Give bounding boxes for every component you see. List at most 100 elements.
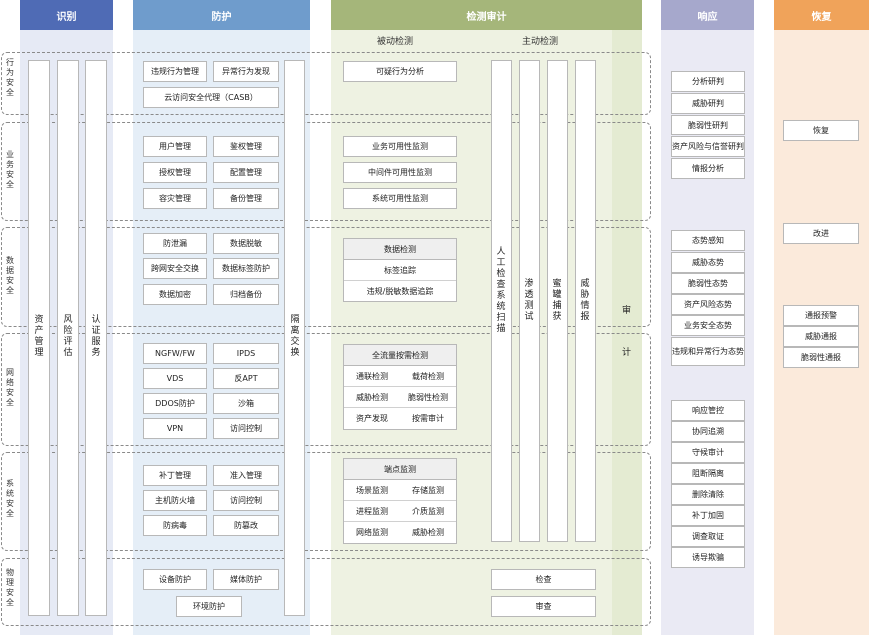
respond-research-item: 情报分析 bbox=[671, 158, 745, 179]
protect-business-item: 配置管理 bbox=[213, 162, 279, 183]
protect-data-item: 归档备份 bbox=[213, 284, 279, 305]
traffic-detection-item: 脆弱性检测 bbox=[400, 387, 456, 408]
asset-management-box: 资产管理 bbox=[28, 60, 50, 616]
respond-control-item: 响应管控 bbox=[671, 400, 745, 421]
endpoint-monitoring-item: 威胁检测 bbox=[412, 528, 444, 537]
threat-intel-box: 威胁情报 bbox=[575, 60, 596, 542]
full-traffic-detection-group: 全流量按需检测 通联检测 载荷检测 威胁检测 脆弱性检测 资产发现 按需审计 bbox=[343, 344, 457, 430]
respond-awareness-item: 威胁态势 bbox=[671, 252, 745, 273]
detect-physical-item: 审查 bbox=[491, 596, 596, 617]
isolation-exchange-box: 隔离交换 bbox=[284, 60, 305, 616]
protect-network-item: IPDS bbox=[213, 343, 279, 364]
protect-behavior-item: 违规行为管理 bbox=[143, 61, 207, 82]
row-band-behavior bbox=[1, 52, 651, 115]
identify-header: 识别 bbox=[20, 0, 113, 30]
protect-data-item: 数据加密 bbox=[143, 284, 207, 305]
respond-control-item: 守候审计 bbox=[671, 442, 745, 463]
protect-behavior-item: 云访问安全代理（CASB） bbox=[143, 87, 279, 108]
notify-item: 威胁通报 bbox=[783, 326, 859, 347]
protect-network-item: 反APT bbox=[213, 368, 279, 389]
protect-network-item: NGFW/FW bbox=[143, 343, 207, 364]
manual-check-system-scan-label: 人工检查 系统扫描 bbox=[496, 247, 515, 334]
protect-network-item: 访问控制 bbox=[213, 418, 279, 439]
endpoint-monitoring-title: 端点监测 bbox=[344, 459, 456, 480]
detect-business-item: 中间件可用性监测 bbox=[343, 162, 457, 183]
recover-header: 恢复 bbox=[774, 0, 869, 30]
traffic-detection-item: 按需审计 bbox=[412, 414, 444, 423]
data-detection-item: 违规/脱敏数据追踪 bbox=[366, 286, 434, 296]
row-label-system: 系统安全 bbox=[6, 479, 14, 518]
endpoint-monitoring-item: 介质监测 bbox=[400, 501, 456, 522]
respond-awareness-item: 违规和异常行为态势 bbox=[671, 337, 745, 366]
respond-control-item: 补丁加固 bbox=[671, 505, 745, 526]
isolation-exchange-label: 隔离交换 bbox=[290, 315, 300, 358]
penetration-test-label: 渗透测试 bbox=[524, 279, 534, 322]
protect-behavior-item: 异常行为发现 bbox=[213, 61, 279, 82]
respond-header: 响应 bbox=[661, 0, 754, 30]
traffic-detection-item: 通联检测 bbox=[344, 366, 400, 387]
row-label-business: 业务安全 bbox=[6, 150, 14, 189]
active-detect-label: 主动检测 bbox=[521, 37, 558, 47]
protect-header: 防护 bbox=[133, 0, 310, 30]
threat-intel-label: 威胁情报 bbox=[580, 279, 590, 322]
audit-label-2: 计 bbox=[622, 348, 632, 358]
risk-evaluation-label: 风险评估 bbox=[63, 315, 73, 358]
respond-research-item: 脆弱性研判 bbox=[671, 115, 745, 135]
respond-control-item: 诱导欺骗 bbox=[671, 547, 745, 568]
protect-business-item: 用户管理 bbox=[143, 136, 207, 157]
protect-network-item: VPN bbox=[143, 418, 207, 439]
protect-data-item: 防泄漏 bbox=[143, 233, 207, 254]
endpoint-monitoring-group: 端点监测 场景监测 存储监测 进程监测 介质监测 网络监测 威胁检测 bbox=[343, 458, 457, 544]
notify-item: 通报预警 bbox=[783, 305, 859, 326]
endpoint-monitoring-item: 存储监测 bbox=[400, 480, 456, 501]
auth-service-label: 认证服务 bbox=[91, 315, 101, 358]
traffic-detection-item: 资产发现 bbox=[356, 414, 388, 423]
endpoint-monitoring-item: 网络监测 bbox=[356, 528, 388, 537]
endpoint-monitoring-item: 场景监测 bbox=[344, 480, 400, 501]
protect-system-item: 防病毒 bbox=[143, 515, 207, 536]
passive-detect-label: 被动检测 bbox=[376, 37, 413, 47]
protect-data-item: 数据标签防护 bbox=[213, 258, 279, 279]
protect-system-item: 准入管理 bbox=[213, 465, 279, 486]
row-label-behavior: 行为安全 bbox=[6, 58, 14, 97]
row-label-network: 网络安全 bbox=[6, 368, 14, 407]
full-traffic-detection-title: 全流量按需检测 bbox=[344, 345, 456, 366]
row-band-data bbox=[1, 227, 651, 327]
respond-awareness-item: 资产风险态势 bbox=[671, 294, 745, 315]
row-band-business bbox=[1, 122, 651, 221]
row-label-data: 数据安全 bbox=[6, 256, 14, 295]
respond-control-item: 删除清除 bbox=[671, 484, 745, 505]
notify-item: 脆弱性通报 bbox=[783, 347, 859, 368]
detect-physical-item: 检查 bbox=[491, 569, 596, 590]
respond-research-item: 分析研判 bbox=[671, 71, 745, 92]
protect-data-item: 跨网安全交换 bbox=[143, 258, 207, 279]
protect-system-item: 主机防火墙 bbox=[143, 490, 207, 511]
honeypot-capture-label: 蜜罐捕获 bbox=[552, 279, 562, 322]
risk-evaluation-box: 风险评估 bbox=[57, 60, 79, 616]
asset-management-label: 资产管理 bbox=[34, 315, 44, 358]
manual-check-system-scan-box: 人工检查 系统扫描 bbox=[491, 60, 515, 542]
auth-service-box: 认证服务 bbox=[85, 60, 107, 616]
data-detection-item: 标签追踪 bbox=[344, 260, 456, 281]
respond-awareness-item: 态势感知 bbox=[671, 230, 745, 251]
protect-physical-item: 设备防护 bbox=[143, 569, 207, 590]
detect-audit-strip bbox=[612, 30, 642, 635]
row-band-system bbox=[1, 452, 651, 551]
respond-control-item: 调查取证 bbox=[671, 526, 745, 547]
respond-awareness-item: 脆弱性态势 bbox=[671, 273, 745, 294]
audit-label-1: 审 bbox=[622, 306, 632, 316]
protect-data-item: 数据脱敏 bbox=[213, 233, 279, 254]
row-band-network bbox=[1, 333, 651, 446]
protect-system-item: 防篡改 bbox=[213, 515, 279, 536]
detect-business-item: 业务可用性监测 bbox=[343, 136, 457, 157]
respond-control-item: 协同追溯 bbox=[671, 421, 745, 442]
data-detection-title: 数据检测 bbox=[344, 239, 456, 260]
protect-network-item: VDS bbox=[143, 368, 207, 389]
respond-research-item: 威胁研判 bbox=[671, 93, 745, 114]
respond-control-item: 阻断隔离 bbox=[671, 463, 745, 484]
traffic-detection-item: 载荷检测 bbox=[400, 366, 456, 387]
traffic-detection-item: 威胁检测 bbox=[344, 387, 400, 408]
endpoint-monitoring-item: 进程监测 bbox=[344, 501, 400, 522]
penetration-test-box: 渗透测试 bbox=[519, 60, 540, 542]
protect-physical-item: 媒体防护 bbox=[213, 569, 279, 590]
